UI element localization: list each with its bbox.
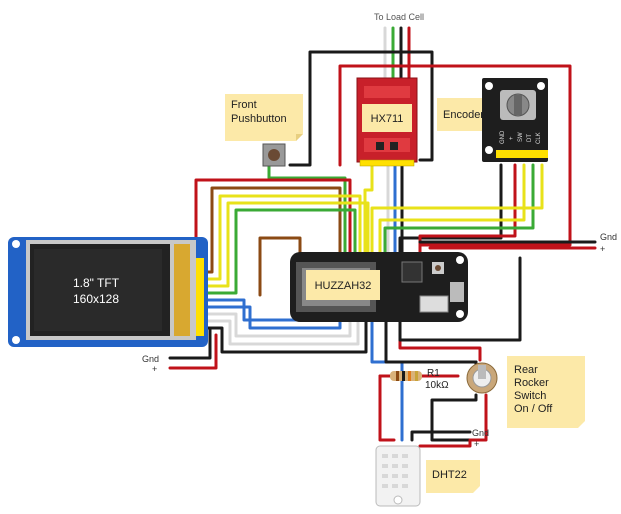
wire-red-top-loop [338,64,572,247]
plus-left-label: + [152,364,157,374]
huzzah32-note [306,270,380,300]
r1-value-label: 10kΩ [425,380,449,391]
wire-left-gnd [168,326,212,360]
rear-switch-line1: Rear [514,364,538,376]
wire-tft-brown2 [258,236,302,297]
dht22-sensor [375,445,421,507]
encoder-pin-clk: CLK [536,132,542,144]
wire-tft-yellow1 [203,194,362,281]
wire-enc-yellow2 [370,163,544,257]
front-pushbutton-note: Front Pushbutton [225,94,303,141]
wire-switch-down-red [418,393,488,448]
wire-enc-red [418,163,517,257]
tft-line1: 1.8" TFT [73,276,120,290]
wire-dht-red [378,374,396,442]
wire-enc-green [383,163,535,257]
huzzah32-board: HUZZAH32 [290,252,468,322]
encoder-pin-labels: GND + SW DT CLK [500,130,542,144]
hx711-note [362,104,412,132]
front-pushbutton-line2: Pushbutton [231,113,287,125]
wire-tft-yellow2 [203,201,370,288]
wire-dht-gnd [410,430,472,442]
tft-line2: 160x128 [73,292,119,306]
dht22-note: DHT22 [426,460,480,493]
front-pushbutton [262,143,286,167]
encoder-label: Encoder [443,109,484,121]
rocker-switch [466,362,498,394]
huzzah32-label: HUZZAH32 [315,280,372,292]
gnd-left-label: Gnd [142,354,159,364]
wire-huzzah-black-right [398,256,522,342]
wire-tft-white2 [203,318,360,346]
wire-black-top-loop [288,50,434,167]
rear-switch-line4: On / Off [514,403,553,415]
tft-display: 1.8" TFT 160x128 [8,237,208,347]
encoder-pin-sw: SW [518,132,524,142]
wire-enc-black [398,163,503,257]
encoder-module: GND + SW DT CLK [482,78,548,162]
wires [168,26,597,448]
resistor-r1 [390,371,422,381]
wire-hx-yellow [363,163,374,257]
encoder-pin-dt: DT [527,134,533,142]
r1-label: R1 [427,368,440,379]
encoder-pin-plus: + [509,136,515,140]
encoder-pin-gnd: GND [500,130,506,144]
dht22-label: DHT22 [432,469,467,481]
hx711-label: HX711 [371,113,404,125]
gnd-dht-label: Gnd [472,428,489,438]
wire-tft-black [203,318,368,354]
wire-tft-white1 [203,312,352,338]
rear-switch-line3: Switch [514,390,546,402]
rear-switch-line2: Rocker [514,377,549,389]
wire-tft-blue2 [203,305,342,330]
plus-dht-label: + [474,439,479,449]
gnd-right-label: Gnd [600,232,617,242]
to-load-cell-label: To Load Cell [374,12,424,22]
wire-tft-green [203,208,357,295]
wire-left-plus [168,333,218,370]
wire-tft-blue1 [203,298,302,322]
wire-enc-yellow1 [378,163,526,257]
rear-switch-note: Rear Rocker Switch On / Off [507,356,585,428]
wire-pushbutton-green [267,163,347,257]
hx711-module: HX711 [356,77,418,167]
wire-switch-down-black [430,393,478,442]
plus-right-label: + [600,244,605,254]
wire-dht-black-main [384,318,478,364]
front-pushbutton-line1: Front [231,99,257,111]
